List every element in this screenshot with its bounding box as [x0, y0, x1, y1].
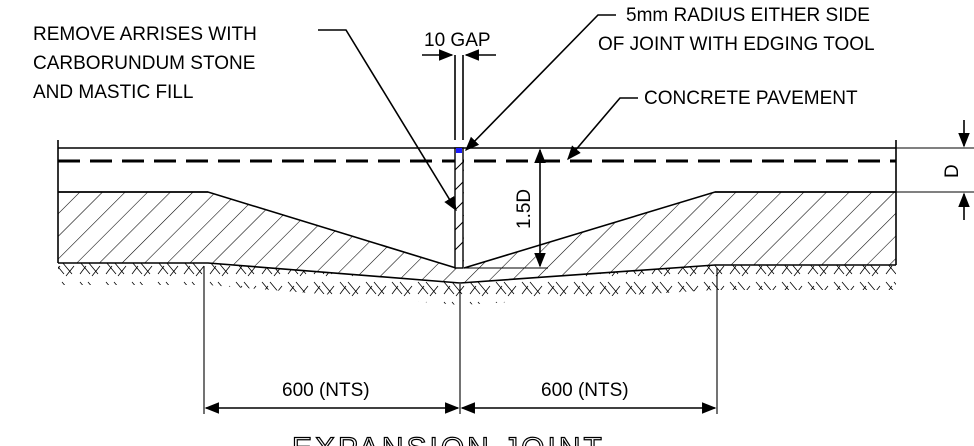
expansion-joint	[454, 55, 464, 269]
depth-dimension: D	[896, 120, 974, 220]
bottom-dimensions: 600 (NTS) 600 (NTS)	[203, 266, 718, 414]
joint-sealant	[456, 148, 462, 153]
arrises-leader	[318, 29, 457, 212]
depth-label: D	[942, 164, 963, 178]
radius-note-line2: OF JOINT WITH EDGING TOOL	[598, 34, 875, 55]
gap-label: 10 GAP	[424, 30, 491, 51]
arrises-note-line2: CARBORUNDUM STONE	[33, 53, 255, 74]
radius-note-line1: 5mm RADIUS EITHER SIDE	[626, 5, 870, 26]
dimension-left-label: 600 (NTS)	[282, 380, 370, 401]
depth-factor-dimension: 1.5D	[464, 148, 548, 269]
dimension-right-label: 600 (NTS)	[541, 380, 629, 401]
gap-dimension: 10 GAP	[422, 30, 496, 61]
drawing-title: EXPANSION JOINT	[292, 432, 605, 446]
arrises-note-line1: REMOVE ARRISES WITH	[33, 24, 257, 45]
pavement-note: CONCRETE PAVEMENT	[644, 88, 858, 109]
pavement-leader	[567, 97, 638, 161]
depth-factor-label: 1.5D	[514, 189, 535, 229]
radius-leader	[464, 14, 616, 152]
concrete-slab	[57, 140, 897, 193]
subgrade-soil	[58, 263, 896, 305]
arrises-note-line3: AND MASTIC FILL	[33, 82, 193, 103]
